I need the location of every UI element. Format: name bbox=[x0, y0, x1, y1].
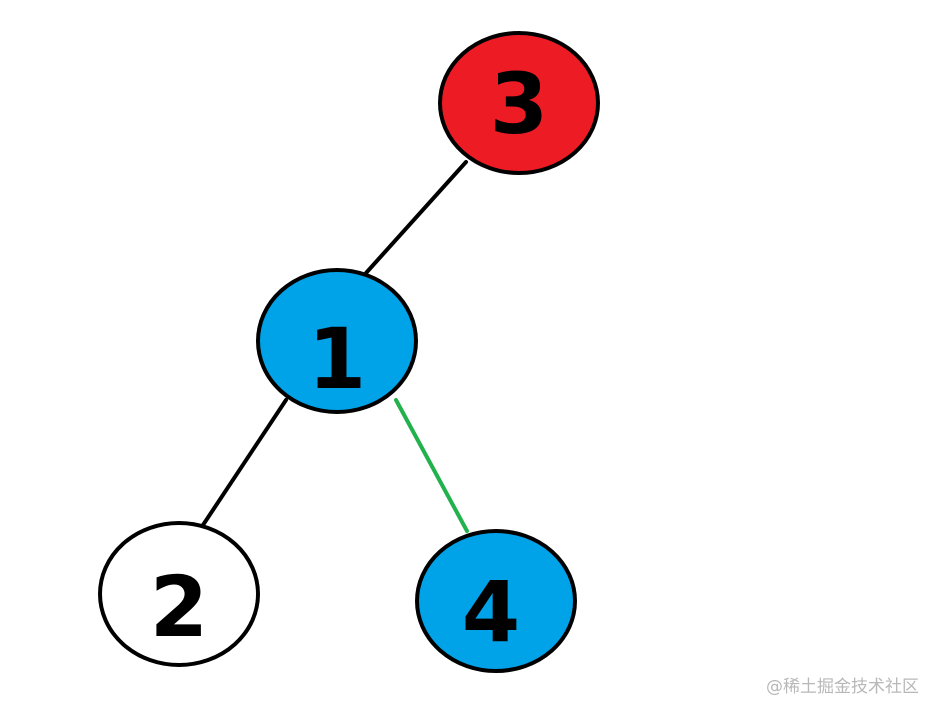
node-4-label: 4 bbox=[462, 563, 520, 661]
watermark-text: @稀土掘金技术社区 bbox=[766, 677, 919, 697]
edge-3-1 bbox=[364, 160, 468, 275]
node-2-label: 2 bbox=[150, 558, 208, 656]
node-4-circle bbox=[415, 529, 577, 673]
node-3-circle bbox=[438, 31, 600, 175]
edge-1-4 bbox=[394, 398, 469, 533]
node-2-circle bbox=[98, 521, 260, 667]
node-3-label: 3 bbox=[490, 55, 548, 153]
node-1: 1 bbox=[256, 268, 418, 414]
edge-1-2 bbox=[201, 398, 288, 527]
node-1-circle bbox=[256, 268, 418, 414]
node-4: 4 bbox=[415, 529, 577, 673]
node-3: 3 bbox=[438, 31, 600, 175]
node-1-label: 1 bbox=[308, 310, 366, 408]
node-2: 2 bbox=[98, 521, 260, 667]
